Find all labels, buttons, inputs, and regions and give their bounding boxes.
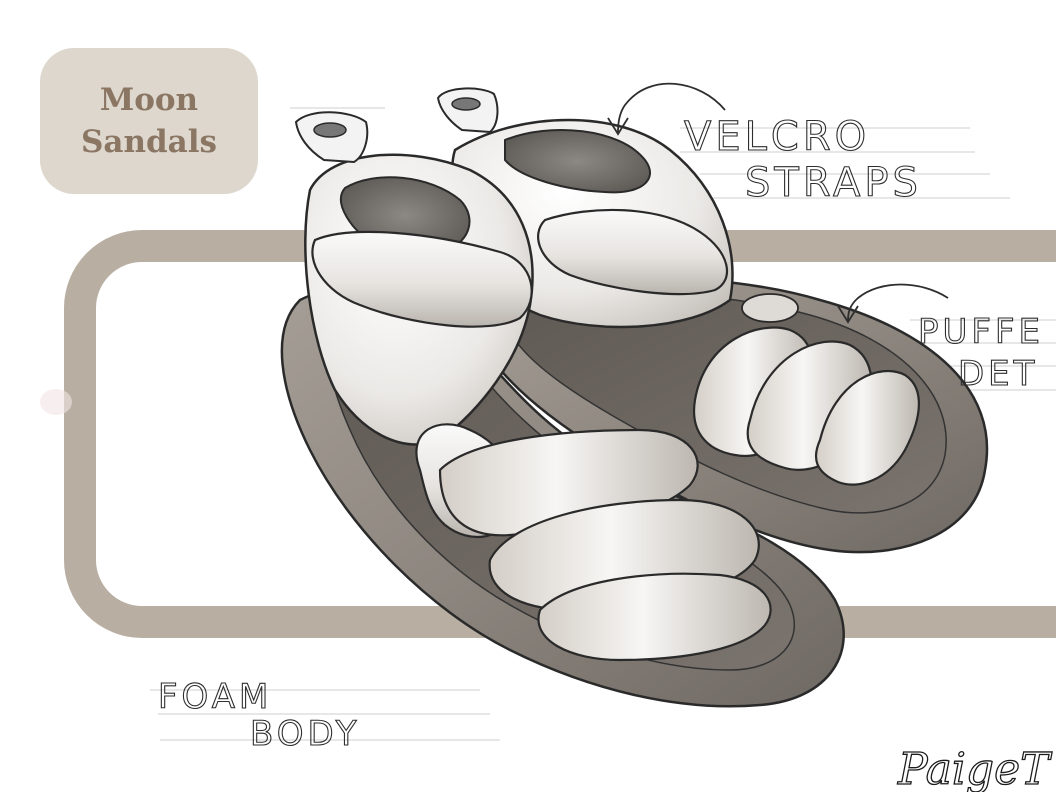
velcro-label-line1: VELCRO xyxy=(684,114,870,160)
velcro-arrow-icon xyxy=(617,82,726,133)
back-sandal xyxy=(436,87,989,554)
puffer-arrow-icon xyxy=(847,283,949,321)
guide-lines xyxy=(150,107,1056,741)
puffer-label-line2: DET xyxy=(958,354,1038,394)
decorative-dot xyxy=(40,389,72,415)
foam-label-line2: BODY xyxy=(250,714,361,754)
velcro-label-line2: STRAPS xyxy=(745,160,922,206)
puffer-label-line1: PUFFE xyxy=(918,312,1044,352)
title-card: Moon Sandals xyxy=(40,48,258,194)
title-line-2: Sandals xyxy=(80,124,217,160)
foam-label-line1: FOAM xyxy=(158,677,272,717)
title-line-1: Moon xyxy=(99,82,199,118)
artist-signature: PaigeT xyxy=(897,744,1053,792)
front-sandal xyxy=(280,111,845,708)
